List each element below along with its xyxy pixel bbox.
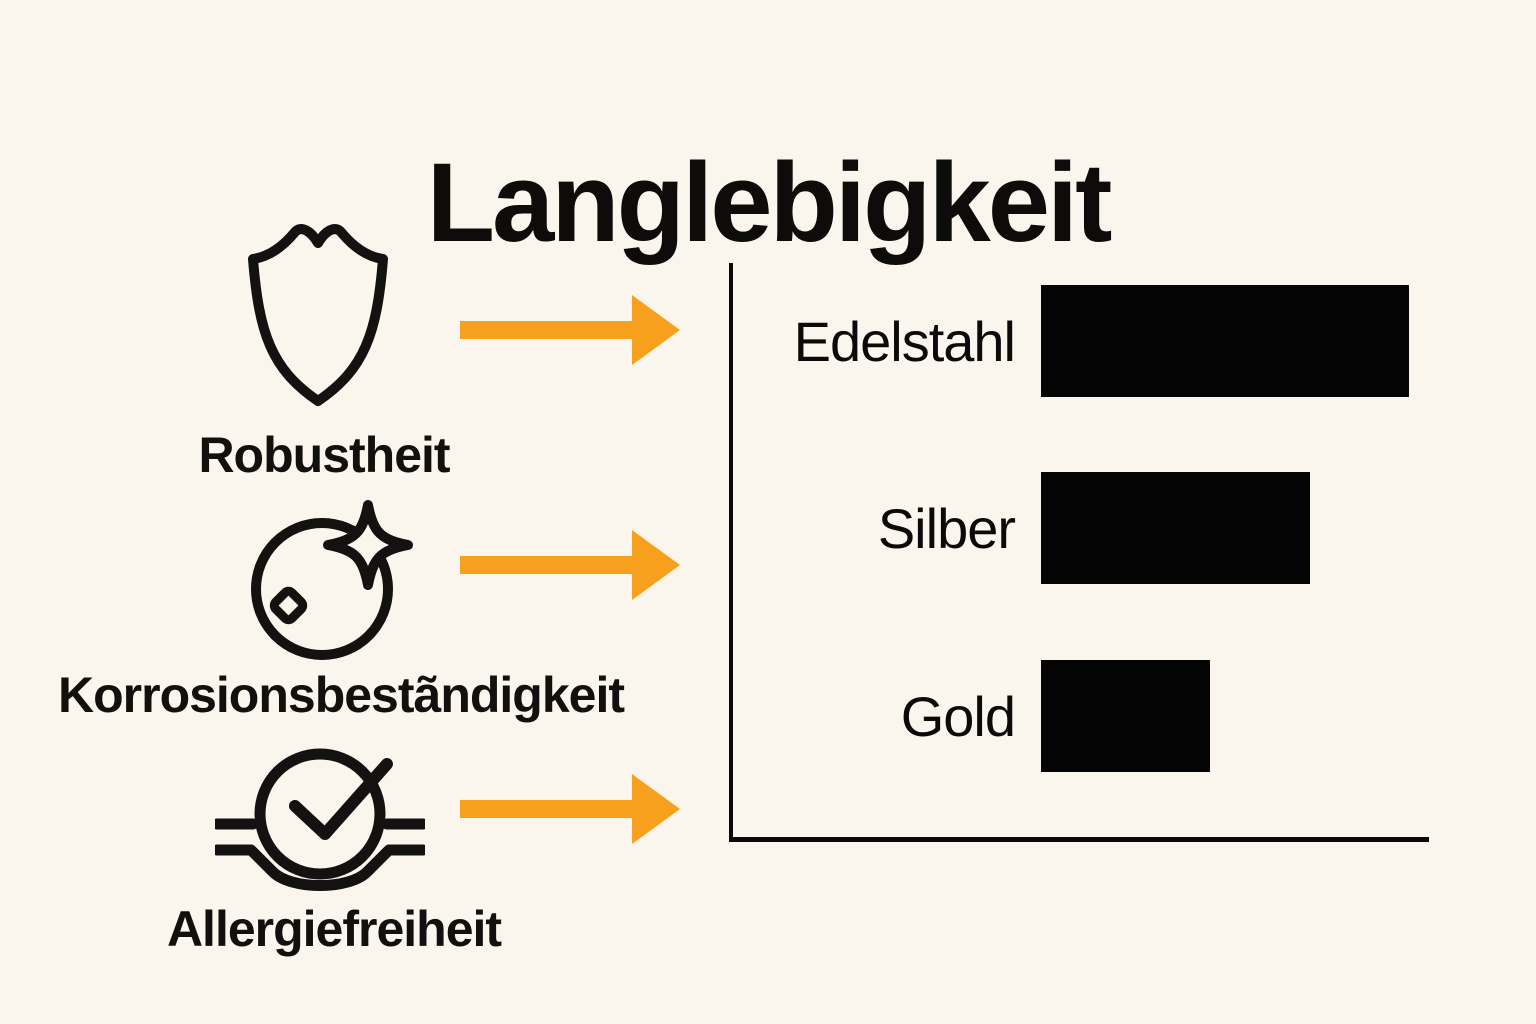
feature-label-korrosionsbestaendigkeit: Korrosionsbestãndigkeit <box>58 667 625 723</box>
sparkle-shine-icon <box>250 497 420 667</box>
arrow-right-icon <box>460 525 680 605</box>
page-title: Langlebigkeit <box>426 140 1113 266</box>
bar <box>1041 472 1310 584</box>
feature-label-robustheit: Robustheit <box>198 427 450 483</box>
hypoallergenic-check-icon <box>215 748 425 898</box>
bar-label: Edelstahl <box>793 309 1016 373</box>
chart-row: Gold <box>729 660 1429 772</box>
bar-label: Gold <box>900 684 1016 748</box>
chart-y-axis <box>729 263 733 841</box>
bar-label: Silber <box>877 496 1016 560</box>
chart-row: Silber <box>729 472 1429 584</box>
chart-row: Edelstahl <box>729 285 1429 397</box>
shield-icon <box>233 223 403 413</box>
arrow-right-icon <box>460 769 680 849</box>
feature-label-allergiefreiheit: Allergiefreiheit <box>166 901 502 957</box>
arrow-right-icon <box>460 290 680 370</box>
bar <box>1041 285 1409 397</box>
chart-x-axis <box>729 837 1429 842</box>
bar <box>1041 660 1210 772</box>
